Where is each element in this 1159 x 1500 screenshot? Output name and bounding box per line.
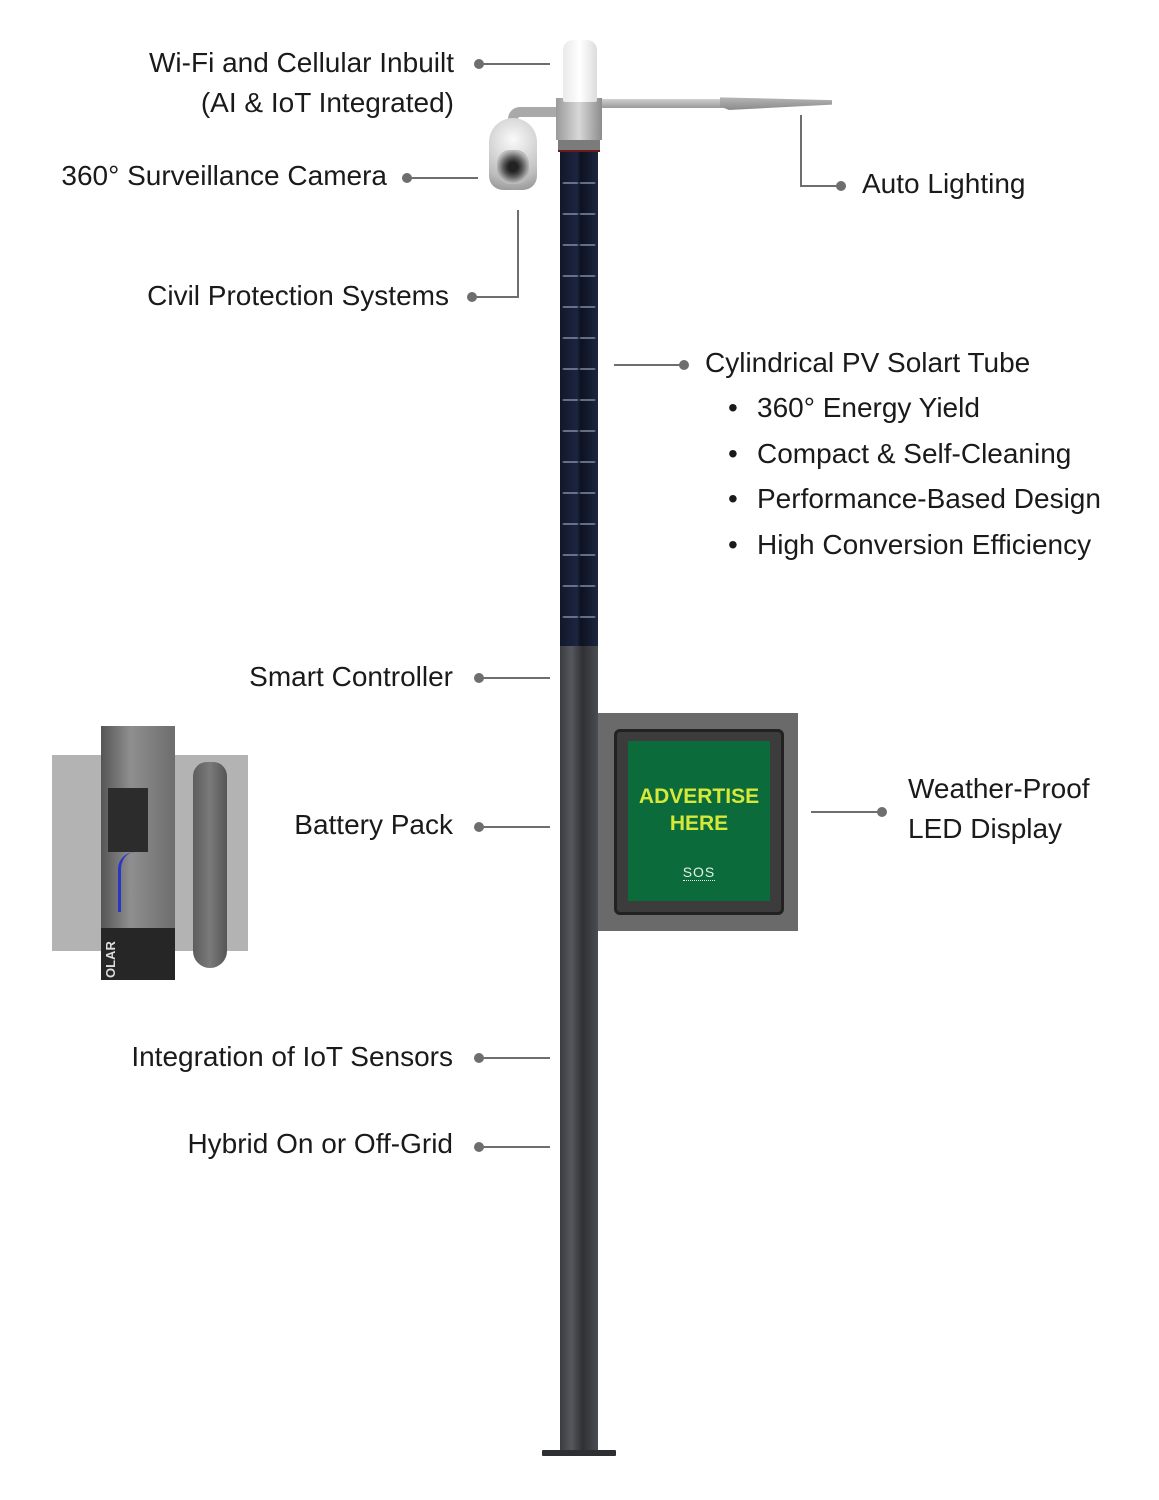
display-leader-dot xyxy=(877,807,887,817)
pv-leader-dot xyxy=(679,360,689,370)
ad-text-line2: HERE xyxy=(669,812,729,835)
pv-seam xyxy=(560,461,598,463)
battery-cable xyxy=(118,852,135,912)
lighting-leader-line-h xyxy=(800,185,840,187)
pole-collar xyxy=(556,98,602,140)
battery-controller-box xyxy=(108,788,148,852)
pv-bullet-glyph: • xyxy=(728,483,738,514)
camera-leader-line xyxy=(407,177,478,179)
battery-pack-label: Battery Pack xyxy=(294,809,453,840)
pv-seam xyxy=(560,554,598,556)
pv-bullet-item: Compact & Self-Cleaning xyxy=(757,437,1072,469)
pv-leader-line xyxy=(614,364,684,366)
sos-logo-text: SOS xyxy=(682,864,716,881)
ad-text-line1: ADVERTISE xyxy=(638,785,760,808)
pv-seam xyxy=(560,368,598,370)
led-display-screen xyxy=(628,741,770,901)
street-lamp-head xyxy=(720,97,832,110)
pv-bullet-glyph: • xyxy=(728,528,738,560)
pv-bullet-glyph: • xyxy=(728,392,738,423)
pv-seam xyxy=(560,213,598,215)
pv-seam xyxy=(560,337,598,339)
hybrid-grid-label: Hybrid On or Off-Grid xyxy=(187,1128,453,1159)
controller-leader-line xyxy=(479,677,550,679)
civil-protection-label: Civil Protection Systems xyxy=(147,280,449,311)
civil-leader-line-v xyxy=(517,210,519,298)
pv-seam xyxy=(560,275,598,277)
pv-solar-tube xyxy=(560,150,598,646)
battery-leader-line xyxy=(479,826,550,828)
pole-collar-ring xyxy=(558,140,600,152)
battery-inset-brand-text: OLAR xyxy=(103,941,118,978)
pv-seam xyxy=(560,182,598,184)
wifi-label-line2: (AI & IoT Integrated) xyxy=(200,87,454,118)
lighting-leader-line-v xyxy=(800,115,802,187)
pv-seam xyxy=(560,585,598,587)
camera-lens xyxy=(497,150,529,184)
battery-cover-panel xyxy=(193,762,227,968)
iot-sensors-label: Integration of IoT Sensors xyxy=(131,1041,453,1072)
pv-seam xyxy=(560,306,598,308)
pv-bullet-item: 360° Energy Yield xyxy=(757,392,980,423)
smart-controller-label: Smart Controller xyxy=(249,661,453,692)
display-label-line1: Weather-Proof xyxy=(908,773,1090,804)
pv-seam xyxy=(560,430,598,432)
pole-lower-shaft xyxy=(560,646,598,1452)
wifi-leader-line xyxy=(479,63,550,65)
pv-seam xyxy=(560,523,598,525)
antenna-cap xyxy=(563,40,597,102)
pv-bullet-glyph: • xyxy=(728,437,738,469)
pole-base-plate xyxy=(542,1450,616,1456)
display-leader-line xyxy=(811,811,881,813)
pv-seam xyxy=(560,399,598,401)
civil-leader-line-h xyxy=(472,296,518,298)
display-label-line2: LED Display xyxy=(908,813,1063,844)
sos-logo: SOS xyxy=(628,864,770,881)
pv-seam xyxy=(560,492,598,494)
pv-bullet-item: Performance-Based Design xyxy=(757,483,1101,514)
auto-lighting-label: Auto Lighting xyxy=(862,168,1026,199)
pv-bullet-item: High Conversion Efficiency xyxy=(757,528,1092,560)
camera-label: 360° Surveillance Camera xyxy=(61,160,387,191)
battery-inset-base xyxy=(101,928,175,980)
pv-title-label: Cylindrical PV Solart Tube xyxy=(705,347,1031,378)
lamp-arm xyxy=(600,99,730,108)
pv-seam xyxy=(560,244,598,246)
lighting-leader-dot xyxy=(836,181,846,191)
grid-leader-line xyxy=(479,1146,550,1148)
pv-seam xyxy=(560,616,598,618)
wifi-label-line1: Wi-Fi and Cellular Inbuilt xyxy=(149,47,454,78)
iot-leader-line xyxy=(479,1057,550,1059)
